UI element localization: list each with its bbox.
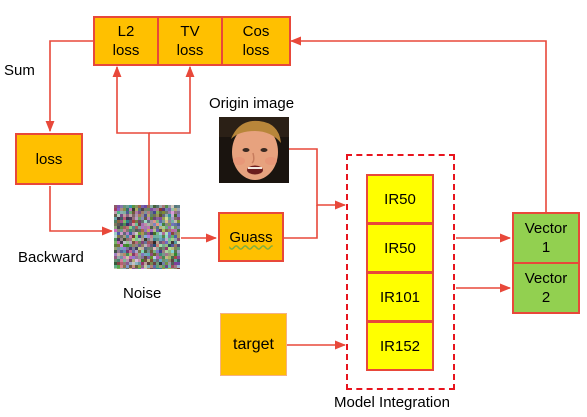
guass-to-models-arrow xyxy=(284,205,318,239)
tv-loss-box: TV loss xyxy=(157,16,223,66)
noise-image xyxy=(114,205,180,269)
guass-label: Guass xyxy=(229,228,273,246)
noise-label: Noise xyxy=(123,285,162,302)
model-integration-container xyxy=(346,154,455,390)
vector-1-box: Vector 1 xyxy=(512,212,580,264)
model-ir50-b: IR50 xyxy=(366,223,434,273)
model-integration-label: Model Integration xyxy=(334,394,450,411)
model-ir50-a: IR50 xyxy=(366,174,434,224)
loss-box: loss xyxy=(15,133,83,185)
origin-face-image xyxy=(219,117,289,183)
noise-to-tv-arrow xyxy=(149,65,195,134)
noise-to-l2-arrow xyxy=(112,65,150,205)
origin-to-models-arrow xyxy=(289,148,347,210)
l2-loss-box: L2 loss xyxy=(93,16,159,66)
vector-2-box: Vector 2 xyxy=(512,262,580,314)
sum-arrow xyxy=(45,40,93,133)
backward-label: Backward xyxy=(18,249,84,266)
guass-box: Guass xyxy=(218,212,284,262)
sum-label: Sum xyxy=(4,62,35,79)
model-ir152: IR152 xyxy=(366,321,434,371)
origin-image-label: Origin image xyxy=(209,95,295,112)
vector-to-cos-arrow xyxy=(289,36,547,212)
backward-arrow xyxy=(49,186,114,236)
model-ir101: IR101 xyxy=(366,272,434,322)
target-box: target xyxy=(220,313,287,376)
cos-loss-box: Cos loss xyxy=(221,16,291,66)
